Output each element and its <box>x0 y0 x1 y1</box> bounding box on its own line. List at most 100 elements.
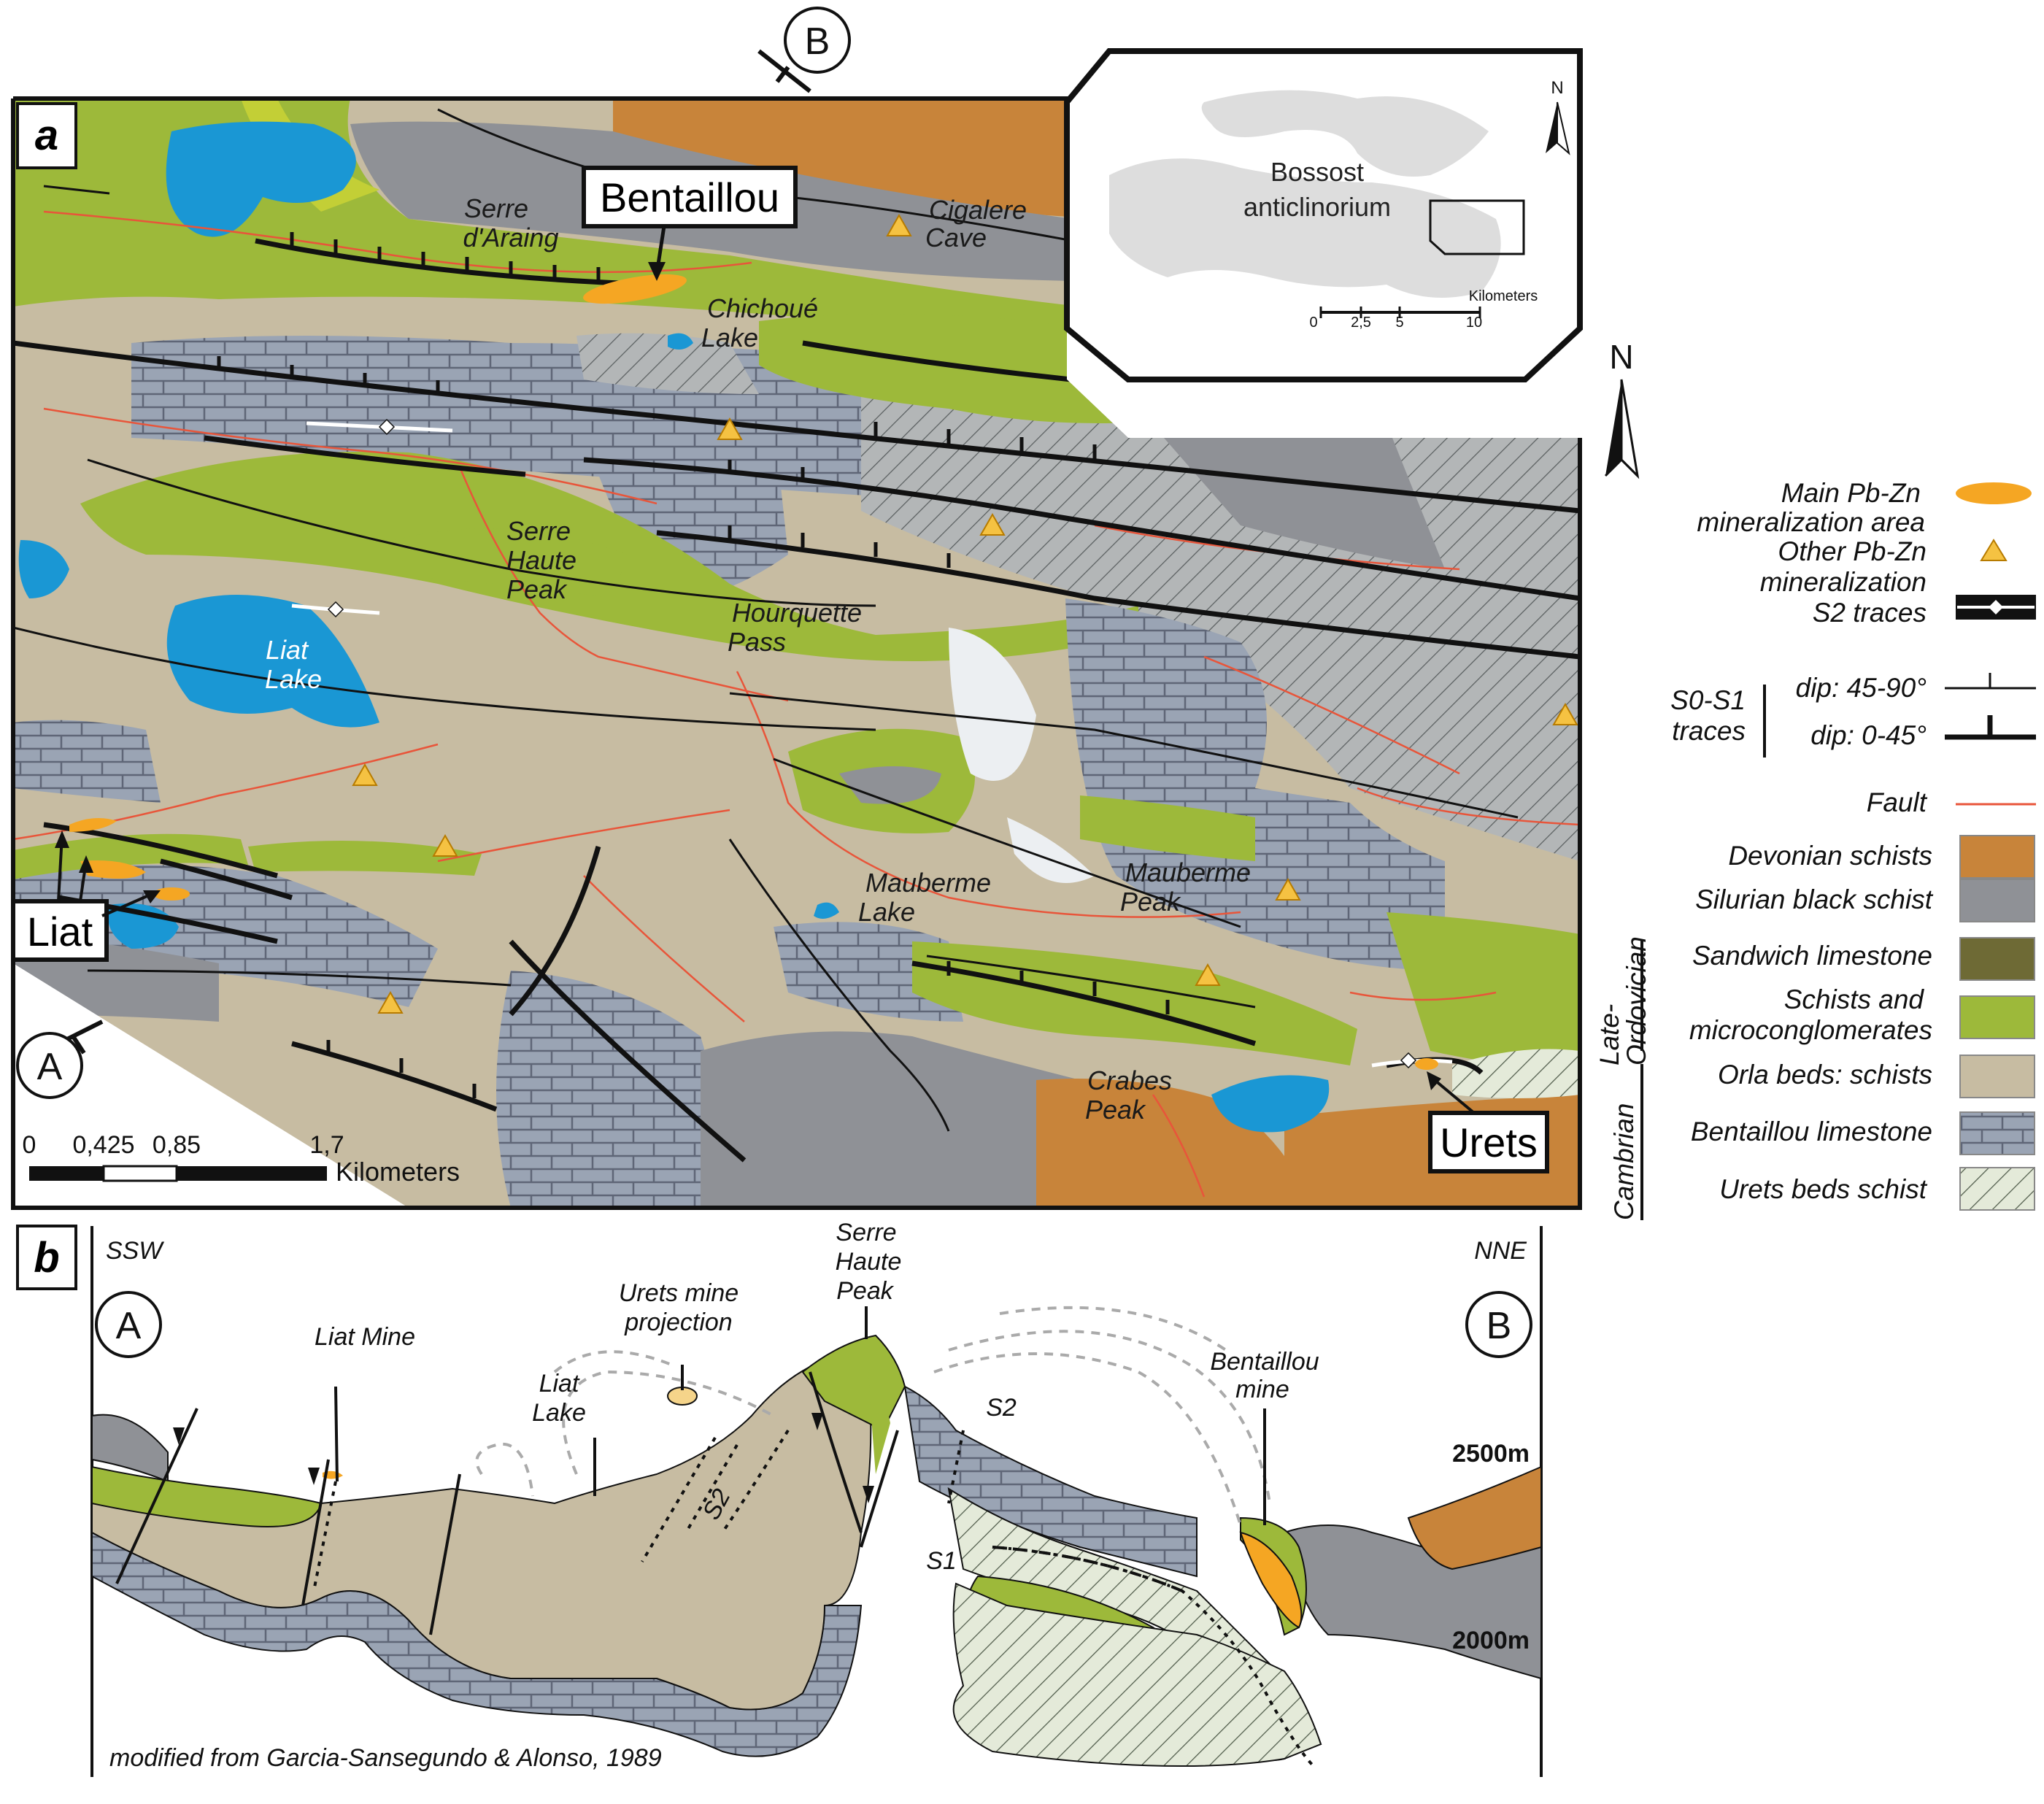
section-label-s1: S1 <box>926 1547 957 1575</box>
legend-period-late-ordovician: Ordovician <box>1621 936 1651 1065</box>
legend-unit-swatch <box>1959 1111 2035 1155</box>
section-label-serre-haute-peak: Peak <box>836 1277 894 1305</box>
place-crabes-peak: Crabes <box>1087 1065 1172 1095</box>
legend-main-pbzn: mineralization area <box>1697 507 1925 537</box>
svg-text:B: B <box>1486 1305 1512 1347</box>
place-hourquette-pass: Pass <box>728 627 786 657</box>
place-serre-haute-peak: Haute <box>506 545 576 575</box>
svg-text:Liat: Liat <box>27 909 93 955</box>
section-label-serre-haute-peak: Haute <box>836 1248 902 1276</box>
section-label-liat-mine: Liat Mine <box>315 1323 415 1351</box>
inset-scale-tick: 0 <box>1309 315 1317 331</box>
legend-other-pbzn: Other Pb-Zn <box>1778 536 1927 566</box>
legend-period-late-ordovician: Late- <box>1594 1004 1624 1065</box>
inset-scale-tick: 10 <box>1466 315 1482 331</box>
legend-s0s1-label: traces <box>1672 716 1746 746</box>
place-crabes-peak: Peak <box>1085 1095 1146 1125</box>
north-arrow-icon <box>1604 379 1640 479</box>
place-hourquette-pass: Hourquette <box>732 598 862 628</box>
place-serre-haute-peak: Serre <box>506 516 571 546</box>
place-serre-araing: d'Araing <box>463 223 559 253</box>
legend-unit-devonian: Devonian schists <box>1728 841 1932 871</box>
legend-unit-swatch <box>1959 879 2035 922</box>
section-label-s2-right: S2 <box>986 1394 1017 1422</box>
other-mineralization <box>352 213 1578 1014</box>
legend-unit-schists: Schists and <box>1784 984 1925 1014</box>
section-credit: modified from Garcia-Sansegundo & Alonso… <box>109 1744 662 1772</box>
inset-map: 0 2,5 5 10 Kilometers Bossost anticlinor… <box>1064 48 1583 382</box>
place-liat-lake: Liat <box>266 635 309 665</box>
svg-text:Bentaillou: Bentaillou <box>600 174 779 220</box>
place-liat-lake: Lake <box>265 664 322 694</box>
lake-shape <box>166 121 356 237</box>
legend-north-label: N <box>1609 338 1633 376</box>
scale-bar: 0 0,425 0,85 1,7 Kilometers <box>23 1131 460 1187</box>
scale-tick: 0 <box>23 1131 36 1159</box>
callout-urets: Urets <box>1427 1071 1549 1173</box>
inset-region-label: Bossost <box>1270 157 1364 187</box>
place-mauberme-lake: Mauberme <box>865 868 991 898</box>
legend-unit-bentaillou: Bentaillou limestone <box>1691 1117 1932 1146</box>
scale-tick: 1,7 <box>309 1131 344 1159</box>
legend-unit-swatch <box>1959 1167 2035 1211</box>
place-mauberme-lake: Lake <box>858 897 915 927</box>
legend-other-pbzn: mineralization <box>1760 567 1927 597</box>
callout-bentaillou: Bentaillou <box>582 166 798 281</box>
place-mauberme-peak: Mauberme <box>1125 857 1251 887</box>
section-end-a-marker <box>95 1291 162 1358</box>
section-label-serre-haute-peak: Serre <box>836 1219 896 1246</box>
place-cigalere-cave: Cigalere <box>929 195 1027 225</box>
section-end-b-marker <box>1465 1291 1532 1358</box>
place-chichoue-lake: Chichoué <box>707 293 818 323</box>
inset-scale-tick: 5 <box>1395 315 1403 331</box>
scale-tick: 0,85 <box>153 1131 201 1159</box>
legend-s0s1-label: S0-S1 <box>1670 685 1746 715</box>
legend-unit-swatch <box>1959 835 2035 879</box>
place-cigalere-cave: Cave <box>925 223 987 253</box>
section-end-b: B <box>757 7 851 93</box>
scale-unit: Kilometers <box>336 1157 460 1187</box>
svg-text:A: A <box>116 1305 142 1347</box>
geologic-map: 0 2,5 5 10 Kilometers Bossost anticlinor… <box>11 7 1583 1210</box>
svg-text:A: A <box>37 1046 63 1088</box>
legend-unit-urets: Urets beds schist <box>1719 1174 1927 1204</box>
inset-scale-tick: 2,5 <box>1351 315 1371 331</box>
inset-north-label: N <box>1551 78 1563 98</box>
place-chichoue-lake: Lake <box>701 323 758 352</box>
legend-unit-orla: Orla beds: schists <box>1718 1060 1932 1090</box>
section-label-urets-projection: Urets mine <box>619 1279 738 1307</box>
section-dir-left: SSW <box>106 1237 164 1265</box>
legend-other-pbzn-swatch <box>1980 539 2008 561</box>
elevation-label: 2000m <box>1452 1627 1530 1654</box>
legend-fault: Fault <box>1867 787 1928 817</box>
panel-a-label: a <box>35 112 58 159</box>
section-label-bentaillou-mine: mine <box>1235 1376 1289 1403</box>
cross-section: b SSW NNE A B <box>16 1219 1543 1777</box>
legend-s2-traces: S2 traces <box>1813 598 1927 628</box>
svg-text:B: B <box>805 20 830 63</box>
legend-s0s1-steep: dip: 45-90° <box>1796 673 1927 703</box>
place-mauberme-peak: Peak <box>1120 887 1181 917</box>
place-serre-haute-peak: Peak <box>506 574 568 604</box>
scale-tick: 0,425 <box>72 1131 134 1159</box>
legend-main-pbzn: Main Pb-Zn <box>1781 478 1921 508</box>
legend-unit-swatch <box>1959 937 2035 981</box>
elevation-label: 2500m <box>1452 1440 1530 1468</box>
svg-text:Urets: Urets <box>1440 1119 1538 1165</box>
section-end-a: A <box>16 1019 104 1099</box>
legend: N Main Pb-Zn mineralization area Other P… <box>1594 338 2036 1220</box>
legend-unit-sandwich: Sandwich limestone <box>1692 941 1932 971</box>
section-label-urets-projection: projection <box>624 1308 732 1336</box>
section-label-liat-lake: Liat <box>539 1370 580 1398</box>
legend-s2-swatch <box>1956 595 2036 620</box>
inset-region-label: anticlinorium <box>1243 192 1391 222</box>
panel-b-label: b <box>34 1234 59 1281</box>
inset-scale-unit: Kilometers <box>1469 288 1538 304</box>
legend-unit-schists: microconglomerates <box>1689 1015 1932 1045</box>
inset-north-arrow-icon <box>1546 101 1570 155</box>
legend-period-cambrian: Cambrian <box>1609 1103 1639 1220</box>
place-serre-araing: Serre <box>464 193 528 223</box>
section-dir-right: NNE <box>1474 1237 1527 1265</box>
legend-unit-silurian: Silurian black schist <box>1695 884 1934 914</box>
